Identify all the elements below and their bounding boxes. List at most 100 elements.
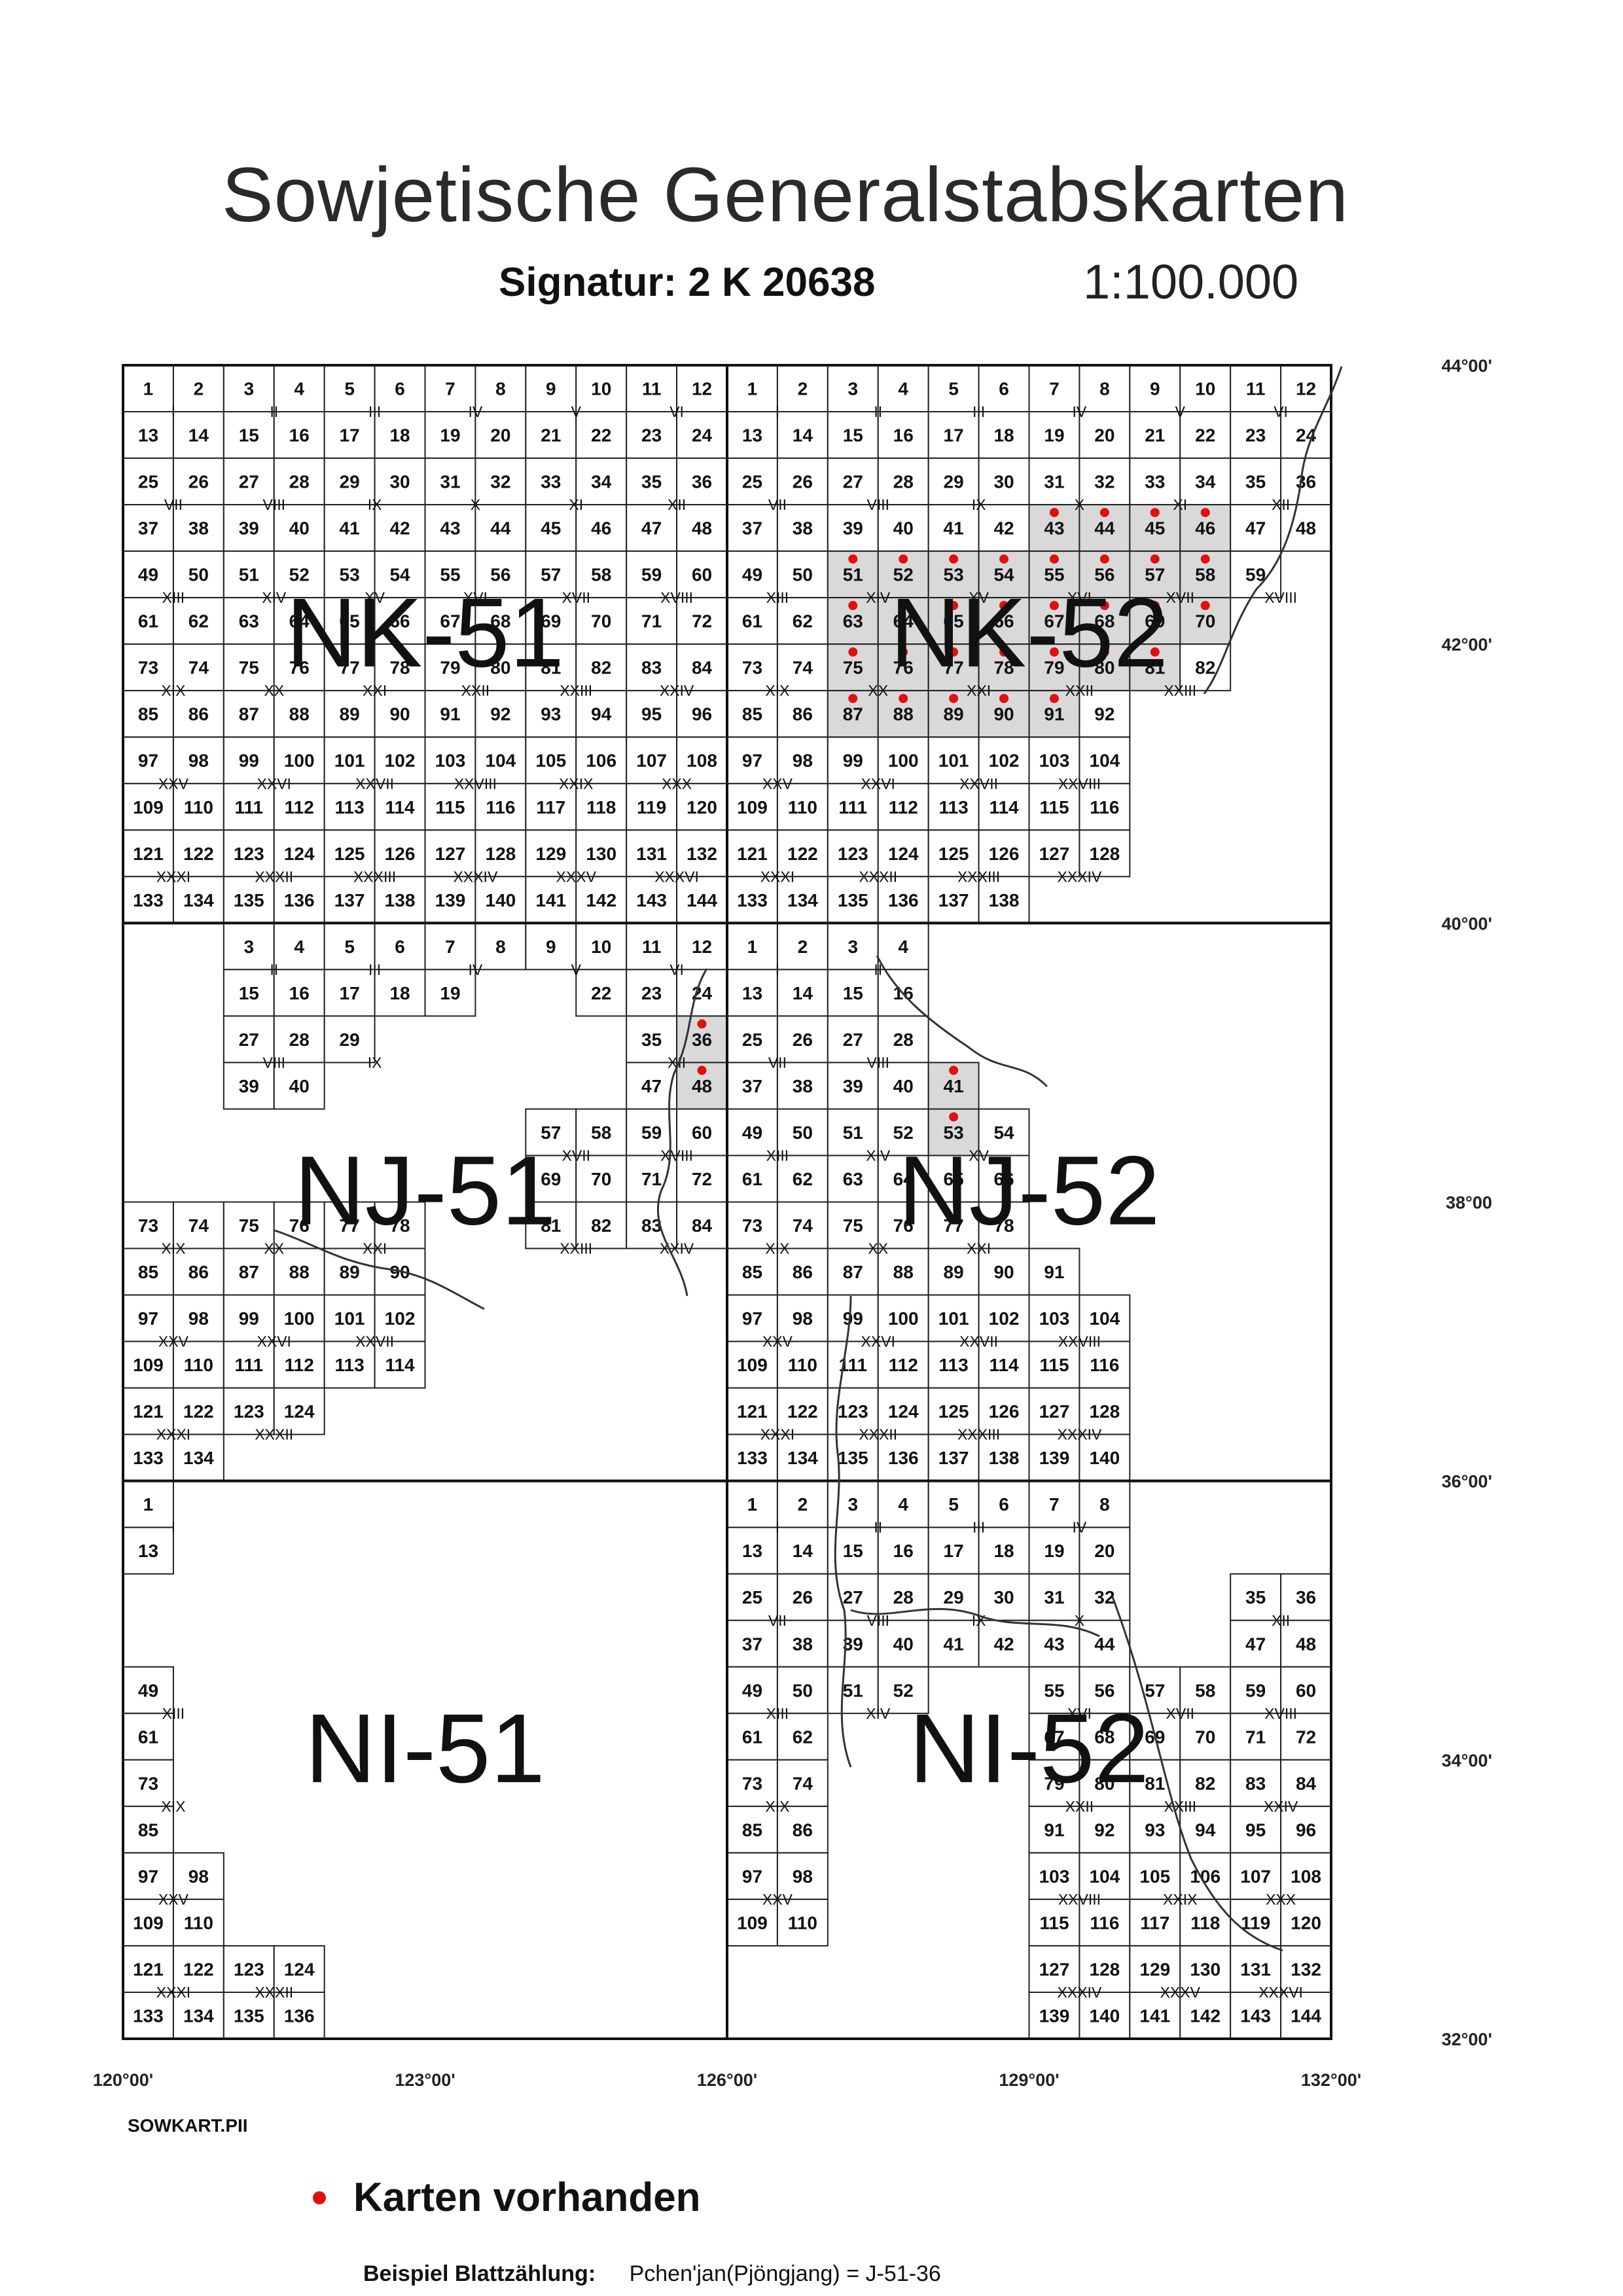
sheet-cell [877, 1340, 929, 1389]
block-roman-numeral: X [1075, 1612, 1084, 1629]
block-roman-numeral: XXIII [1164, 1798, 1196, 1815]
sheet-number: 126 [989, 844, 1020, 864]
sheet-number: 129 [535, 844, 566, 864]
sheet-number: 27 [239, 472, 259, 492]
sheet-cell [776, 1759, 829, 1807]
sheet-number: 98 [188, 1866, 209, 1886]
available-marker [697, 1019, 707, 1029]
sheet-number: 38 [793, 1076, 813, 1096]
sheet-number: 61 [742, 1169, 762, 1189]
sheet-number: 9 [1150, 379, 1160, 399]
available-marker [1049, 554, 1059, 564]
sheet-number: 48 [1296, 518, 1316, 539]
sheet-number: 139 [1039, 2005, 1070, 2026]
sheet-cell [676, 550, 728, 599]
sheet-cell [223, 783, 275, 831]
sheet-number: 65 [340, 611, 360, 632]
sheet-number: 116 [1090, 1355, 1119, 1375]
sheet-number: 133 [133, 890, 164, 910]
block-roman-numeral: XXVI [257, 775, 291, 792]
sheet-number: 28 [893, 1587, 914, 1607]
sheet-number: 40 [893, 518, 914, 539]
sheet-number: 53 [340, 565, 360, 585]
sheet-number: 86 [188, 1262, 209, 1282]
sheet-number: 3 [848, 1494, 859, 1515]
sheet-number: 91 [1044, 1820, 1064, 1840]
sheet-number: 88 [893, 704, 914, 725]
sheet-number: 7 [1049, 1494, 1060, 1515]
sheet-number: 37 [742, 518, 762, 539]
sheet-cell [1079, 457, 1131, 506]
sheet-cell [424, 969, 476, 1017]
sheet-cell [726, 597, 778, 645]
sheet-number: 97 [138, 751, 158, 771]
sheet-number: 28 [893, 1030, 914, 1050]
sheet-number: 35 [641, 472, 662, 492]
sheet-number: 52 [893, 1122, 914, 1143]
sheet-cell [474, 597, 527, 645]
sheet-number: 93 [1145, 1820, 1165, 1840]
sheet-number: 97 [742, 1308, 762, 1329]
sheet-number: 3 [244, 379, 255, 399]
sheet-cell [323, 1201, 376, 1249]
block-roman-numeral: XXXII [255, 1984, 293, 2001]
sheet-cell [776, 504, 829, 552]
sheet-number: 87 [239, 704, 259, 725]
sheet-number: 33 [541, 472, 561, 492]
block-roman-numeral: XXXII [255, 868, 293, 885]
sheet-number: 47 [1245, 1634, 1266, 1654]
sheet-number: 112 [285, 797, 314, 817]
sheet-number: 61 [138, 611, 158, 632]
sheet-cell [1028, 1294, 1080, 1342]
block-roman-numeral: XXXIV [1058, 1984, 1102, 2001]
sheet-number: 87 [843, 704, 863, 725]
sheet-cell [172, 1991, 224, 2039]
sheet-cell [776, 1294, 829, 1342]
block-roman-numeral: XXVI [257, 1333, 291, 1350]
sheet-cell [1028, 1991, 1080, 2039]
sheet-number: 140 [1090, 2005, 1120, 2026]
sheet-number: 88 [893, 1262, 914, 1282]
sheet-cell [525, 504, 577, 552]
sheet-number: 128 [486, 844, 516, 864]
sheet-number: 55 [440, 565, 460, 585]
sheet-cell [1028, 736, 1080, 785]
sheet-number: 71 [641, 611, 662, 632]
sheet-cell [726, 1433, 778, 1482]
block-roman-numeral: III [368, 961, 381, 978]
sheet-number: 52 [893, 1680, 914, 1700]
sheet-number: 20 [1094, 425, 1115, 446]
sheet-number: 105 [535, 751, 566, 771]
sheet-cell [1028, 1433, 1080, 1482]
sheet-number: 49 [742, 1680, 762, 1700]
sheet-number: 108 [687, 751, 717, 771]
sheet-number: 101 [334, 751, 365, 771]
sheet-number: 127 [1039, 1401, 1070, 1422]
sheet-number: 41 [944, 1076, 964, 1096]
sheet-number: 79 [440, 658, 460, 678]
sheet-cell [525, 550, 577, 599]
longitude-label: 123°00' [395, 2070, 455, 2090]
sheet-number: 92 [1094, 1820, 1115, 1840]
sheet-number: 119 [1241, 1912, 1270, 1933]
sheet-number: 130 [1190, 1959, 1221, 1979]
sheet-number: 125 [938, 1401, 969, 1422]
block-roman-numeral: XIV [866, 1147, 891, 1164]
zone-label: NJ-52 [898, 1136, 1160, 1246]
block-roman-numeral: XXII [461, 682, 490, 699]
sheet-cell [978, 1526, 1030, 1575]
sheet-number: 40 [289, 518, 310, 539]
sheet-number: 22 [1195, 425, 1215, 446]
sheet-number: 109 [737, 1355, 768, 1375]
sheet-number: 95 [641, 704, 662, 725]
block-roman-numeral: XI [569, 496, 583, 513]
sheet-cell [776, 411, 829, 459]
block-roman-numeral: XXXIV [454, 868, 498, 885]
sheet-cell [122, 1991, 174, 2039]
sheet-number: 92 [490, 704, 510, 725]
sheet-number: 112 [285, 1355, 314, 1375]
sheet-number: 135 [234, 890, 264, 910]
sheet-number: 137 [938, 1448, 969, 1468]
sheet-number: 80 [490, 658, 510, 678]
